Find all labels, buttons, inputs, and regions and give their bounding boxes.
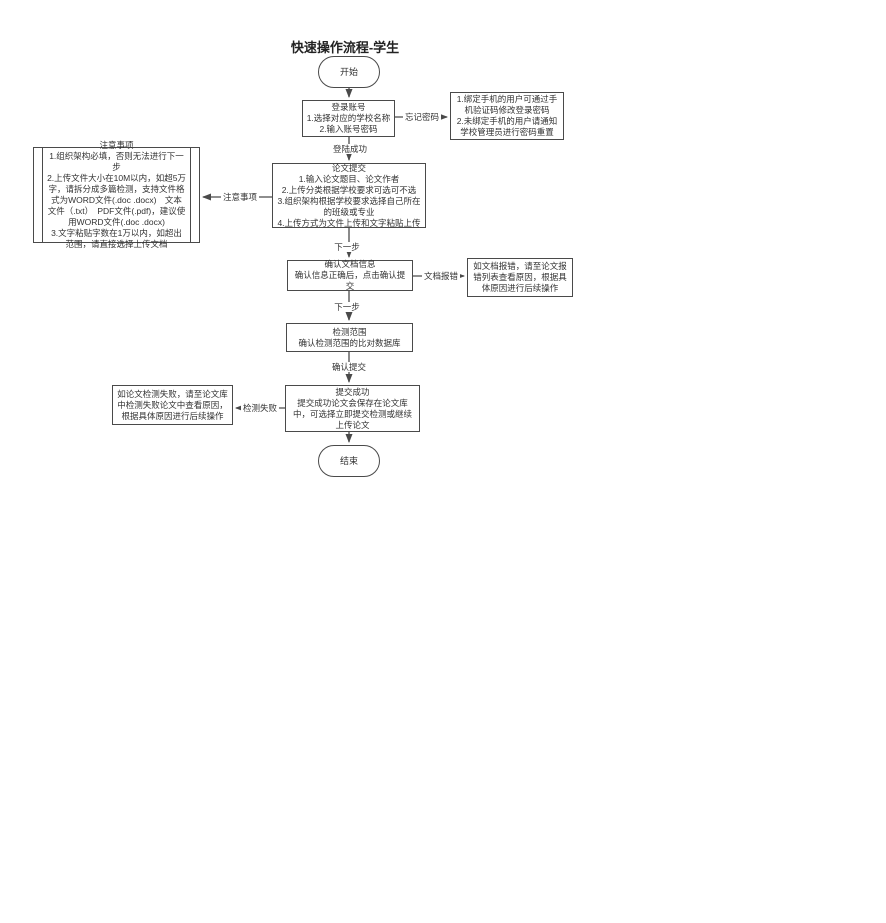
report-error-node: 如文档报错，请至论文报错列表查看原因，根据具体原因进行后续操作 [467, 258, 573, 297]
paper-submit-line: 4.上传方式为文件上传和文字粘贴上传 [277, 217, 421, 228]
notice-inner-line-left [42, 147, 43, 243]
end-node: 结束 [318, 445, 380, 477]
edge-label-forgot-password: 忘记密码 [402, 112, 442, 122]
edge-label-doc-error: 文档报错 [421, 271, 461, 281]
edge-label-login-success: 登陆成功 [330, 144, 370, 154]
notice-inner-line-right [190, 147, 191, 243]
scope-line: 确认检测范围的比对数据库 [298, 337, 401, 348]
edge-label-next-2: 下一步 [332, 302, 362, 312]
success-node: 提交成功 提交成功论文会保存在论文库中，可选择立即提交检测或继续上传论文 [285, 385, 420, 432]
scope-node: 检测范围 确认检测范围的比对数据库 [286, 323, 413, 352]
paper-submit-title: 论文提交 [331, 162, 366, 173]
paper-submit-line: 1.输入论文题目、论文作者 [298, 173, 400, 184]
forgot-password-line: 2.未绑定手机的用户请通知学校管理员进行密码重置 [456, 116, 558, 137]
confirm-info-line: 确认信息正确后，点击确认提交 [294, 270, 406, 291]
notice-line: 1.组织架构必填，否则无法进行下一步 [49, 151, 184, 172]
scope-title: 检测范围 [332, 326, 367, 337]
forgot-password-line: 1.绑定手机的用户可通过手机验证码修改登录密码 [456, 94, 558, 115]
start-node: 开始 [318, 56, 380, 88]
confirm-info-node: 确认文档信息 确认信息正确后，点击确认提交 [287, 259, 413, 291]
confirm-info-title: 确认文档信息 [324, 259, 376, 269]
edge-label-notice: 注意事项 [220, 192, 260, 202]
edge-label-next-1: 下一步 [332, 242, 362, 252]
login-node-title: 登录账号 [331, 102, 366, 112]
paper-submit-node: 论文提交 1.输入论文题目、论文作者 2.上传分类根据学校要求可选可不选 3.组… [272, 163, 426, 228]
edge-label-confirm-submit: 确认提交 [329, 362, 369, 372]
success-title: 提交成功 [335, 386, 370, 397]
edge-label-detect-fail: 检测失败 [240, 403, 280, 413]
paper-submit-line: 2.上传分类根据学校要求可选可不选 [281, 184, 417, 195]
notice-line: 2.上传文件大小在10M以内，如超5万字，请拆分成多篇检测，支持文件格式为WOR… [47, 173, 186, 227]
page-title: 快速操作流程-学生 [290, 40, 400, 55]
forgot-password-node: 1.绑定手机的用户可通过手机验证码修改登录密码 2.未绑定手机的用户请通知学校管… [450, 92, 564, 140]
login-node: 登录账号 1.选择对应的学校名称 2.输入账号密码 [302, 100, 395, 137]
notice-title: 注意事项 [99, 140, 134, 150]
success-line: 提交成功论文会保存在论文库中，可选择立即提交检测或继续上传论文 [292, 397, 412, 430]
paper-submit-line: 3.组织架构根据学校要求选择自己所在的班级或专业 [277, 195, 421, 217]
login-node-line: 2.输入账号密码 [319, 124, 378, 134]
login-node-line: 1.选择对应的学校名称 [306, 113, 391, 123]
notice-line: 3.文字粘贴字数在1万以内，如超出范围，请直接选择上传文档 [51, 228, 182, 249]
notice-node: 注意事项 1.组织架构必填，否则无法进行下一步 2.上传文件大小在10M以内，如… [33, 140, 200, 249]
fail-node: 如论文检测失败，请至论文库中检测失败论文中查看原因，根据具体原因进行后续操作 [112, 385, 233, 425]
